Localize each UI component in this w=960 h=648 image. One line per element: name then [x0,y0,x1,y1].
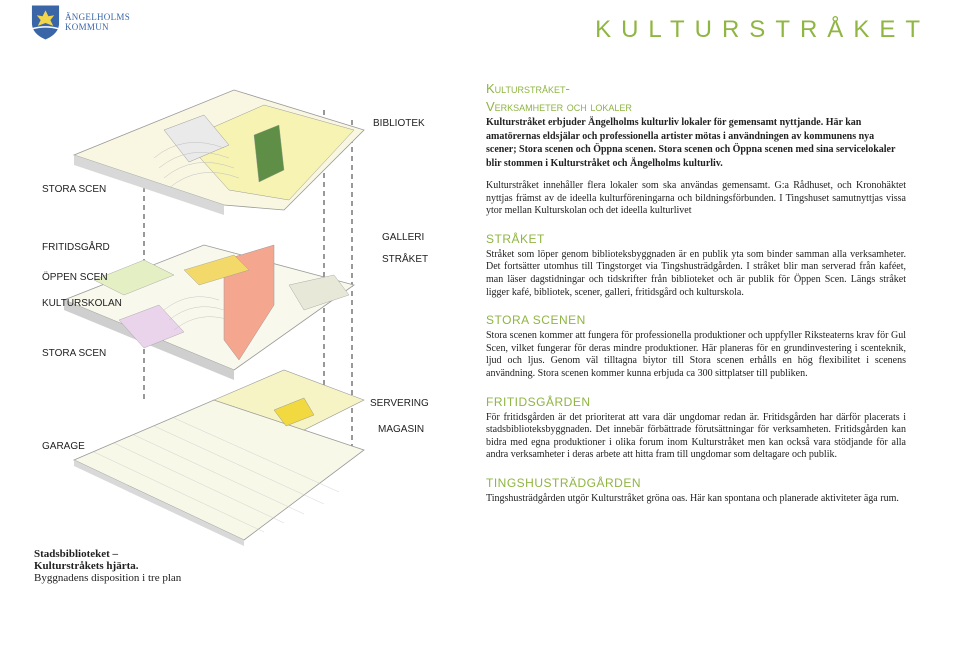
label-kulturskolan: KULTURSKOLAN [42,298,122,309]
section-text-tingshustradgarden: Tingshusträdgården utgör Kulturstråket g… [486,492,899,504]
shield-crest-icon [31,5,60,40]
floor-middle [62,244,355,380]
label-stora-scen-bottom: STORA SCEN [42,348,107,359]
label-oppen-scen: ÖPPEN SCEN [42,272,108,283]
floor-garage [73,369,365,546]
caption-text: Byggnadens disposition i tre plan [34,572,182,584]
lead-paragraph: Kulturstråket erbjuder Ängelholms kultur… [486,117,896,169]
heading-line-1: Kulturstråket- [486,81,570,96]
section-text-fritidsgarden: För fritidsgården är det prioriterat att… [486,411,906,461]
page-title: KULTURSTRÅKET [595,16,930,43]
section-text-straket: Stråket som löper genom biblioteksbyggna… [486,248,906,298]
section-text-stora-scenen: Stora scenen kommer att fungera för prof… [486,330,906,379]
heading-line-2: Verksamheter och lokaler [486,99,632,114]
text-column: Kulturstråket- Verksamheter och lokaler … [486,80,906,506]
logo-text: ÄNGELHOLMS KOMMUN [65,12,130,32]
label-garage: GARAGE [42,441,85,452]
label-bibliotek: BIBLIOTEK [373,118,425,129]
label-servering: SERVERING [370,398,429,409]
label-fritidsgard: FRITIDSGÅRD [42,242,110,253]
caption-bold-1: Stadsbiblioteket – [34,548,119,560]
caption-bold-2: Kulturstråkets hjärta. [34,560,139,572]
building-axonometric-figure [62,89,365,546]
kommun-logo: ÄNGELHOLMS KOMMUN [30,2,130,42]
section-title-tingshustradgarden: TINGSHUSTRÄDGÅRDEN [486,475,642,490]
section-title-stora-scenen: STORA SCENEN [486,313,586,328]
logo-line-1: ÄNGELHOLMS [65,12,130,22]
section-title-straket: STRÅKET [486,231,545,246]
figure-caption: Stadsbiblioteket – Kulturstråkets hjärta… [34,548,234,584]
logo-line-2: KOMMUN [65,22,109,32]
label-straket: STRÅKET [382,254,429,265]
label-galleri: GALLERI [382,232,425,243]
floor-top [72,89,365,215]
label-magasin: MAGASIN [378,424,425,435]
content-heading: Kulturstråket- Verksamheter och lokaler [486,80,906,116]
intro-paragraph: Kulturstråket innehåller flera lokaler s… [486,180,906,217]
label-stora-scen-top: STORA SCEN [42,184,107,195]
section-title-fritidsgarden: FRITIDSGÅRDEN [486,394,591,409]
